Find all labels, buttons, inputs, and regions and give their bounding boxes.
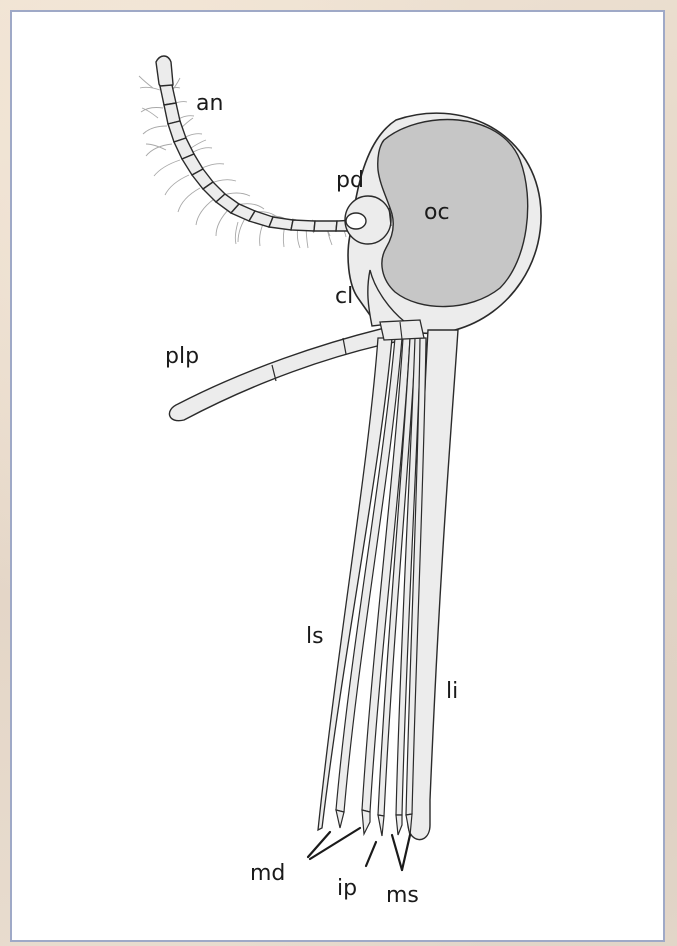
label-li: li: [446, 679, 458, 704]
label-ip: ip: [337, 876, 357, 901]
label-oc: oc: [424, 200, 450, 225]
antenna: [156, 56, 359, 231]
compound-eye: [378, 120, 528, 307]
label-ms: ms: [386, 883, 419, 908]
leader-lines: [308, 828, 410, 870]
label-pd: pd: [336, 168, 364, 193]
label-ls: ls: [306, 624, 324, 649]
antenna-socket: [346, 213, 366, 229]
label-plp: plp: [165, 344, 199, 369]
label-md: md: [250, 861, 285, 886]
label-an: an: [196, 91, 223, 116]
label-cl: cl: [335, 284, 353, 309]
